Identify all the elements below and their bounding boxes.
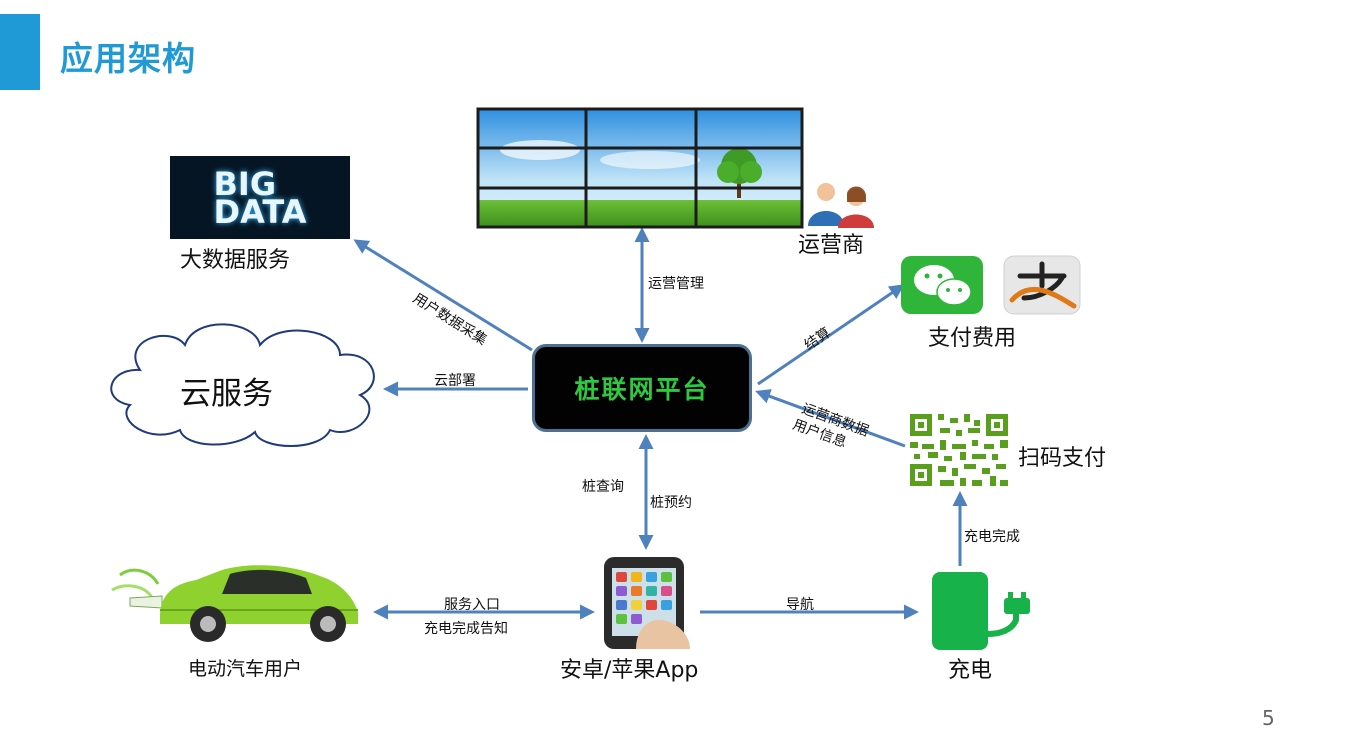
edge-label-query: 桩查询 bbox=[582, 479, 624, 495]
cloud-label: 云服务 bbox=[180, 376, 273, 412]
edge-label-notify: 充电完成告知 bbox=[424, 621, 508, 637]
payment-label: 支付费用 bbox=[928, 326, 1017, 351]
charge-label: 充电 bbox=[948, 658, 993, 683]
arrows bbox=[353, 227, 968, 620]
bigdata-label: 大数据服务 bbox=[180, 248, 291, 273]
arrow-platform-payment bbox=[757, 284, 905, 386]
platform-node: 桩联网平台 bbox=[532, 344, 752, 432]
cloud-shape bbox=[110, 323, 375, 447]
wechat-icon bbox=[901, 256, 983, 314]
car-user-label: 电动汽车用户 bbox=[188, 658, 303, 680]
video-wall-icon bbox=[476, 107, 804, 229]
edge-label-cloud-deploy: 云部署 bbox=[434, 373, 476, 389]
operator-label: 运营商 bbox=[798, 233, 865, 258]
charger-icon bbox=[932, 572, 1030, 650]
qr-pay-label: 扫码支付 bbox=[1018, 446, 1107, 471]
edge-label-reserve: 桩预约 bbox=[650, 495, 692, 511]
edge-label-entry: 服务入口 bbox=[444, 597, 500, 613]
arrow-qr-platform bbox=[755, 389, 906, 448]
arrow-platform-bigdata bbox=[353, 239, 533, 352]
platform-label: 桩联网平台 bbox=[574, 375, 710, 404]
page-number: 5 bbox=[1262, 706, 1275, 730]
alipay-icon bbox=[1003, 255, 1081, 315]
page-title: 应用架构 bbox=[60, 39, 196, 78]
electric-car-icon bbox=[111, 565, 358, 642]
people-icon bbox=[808, 183, 874, 228]
title-accent-bar bbox=[0, 14, 40, 90]
app-label: 安卓/苹果App bbox=[560, 658, 699, 683]
edge-label-done: 充电完成 bbox=[964, 529, 1020, 545]
smartphone-icon bbox=[604, 557, 690, 649]
edge-label-nav: 导航 bbox=[786, 597, 814, 613]
qr-code-icon bbox=[908, 412, 1010, 488]
edge-label-ops: 运营管理 bbox=[648, 276, 704, 292]
